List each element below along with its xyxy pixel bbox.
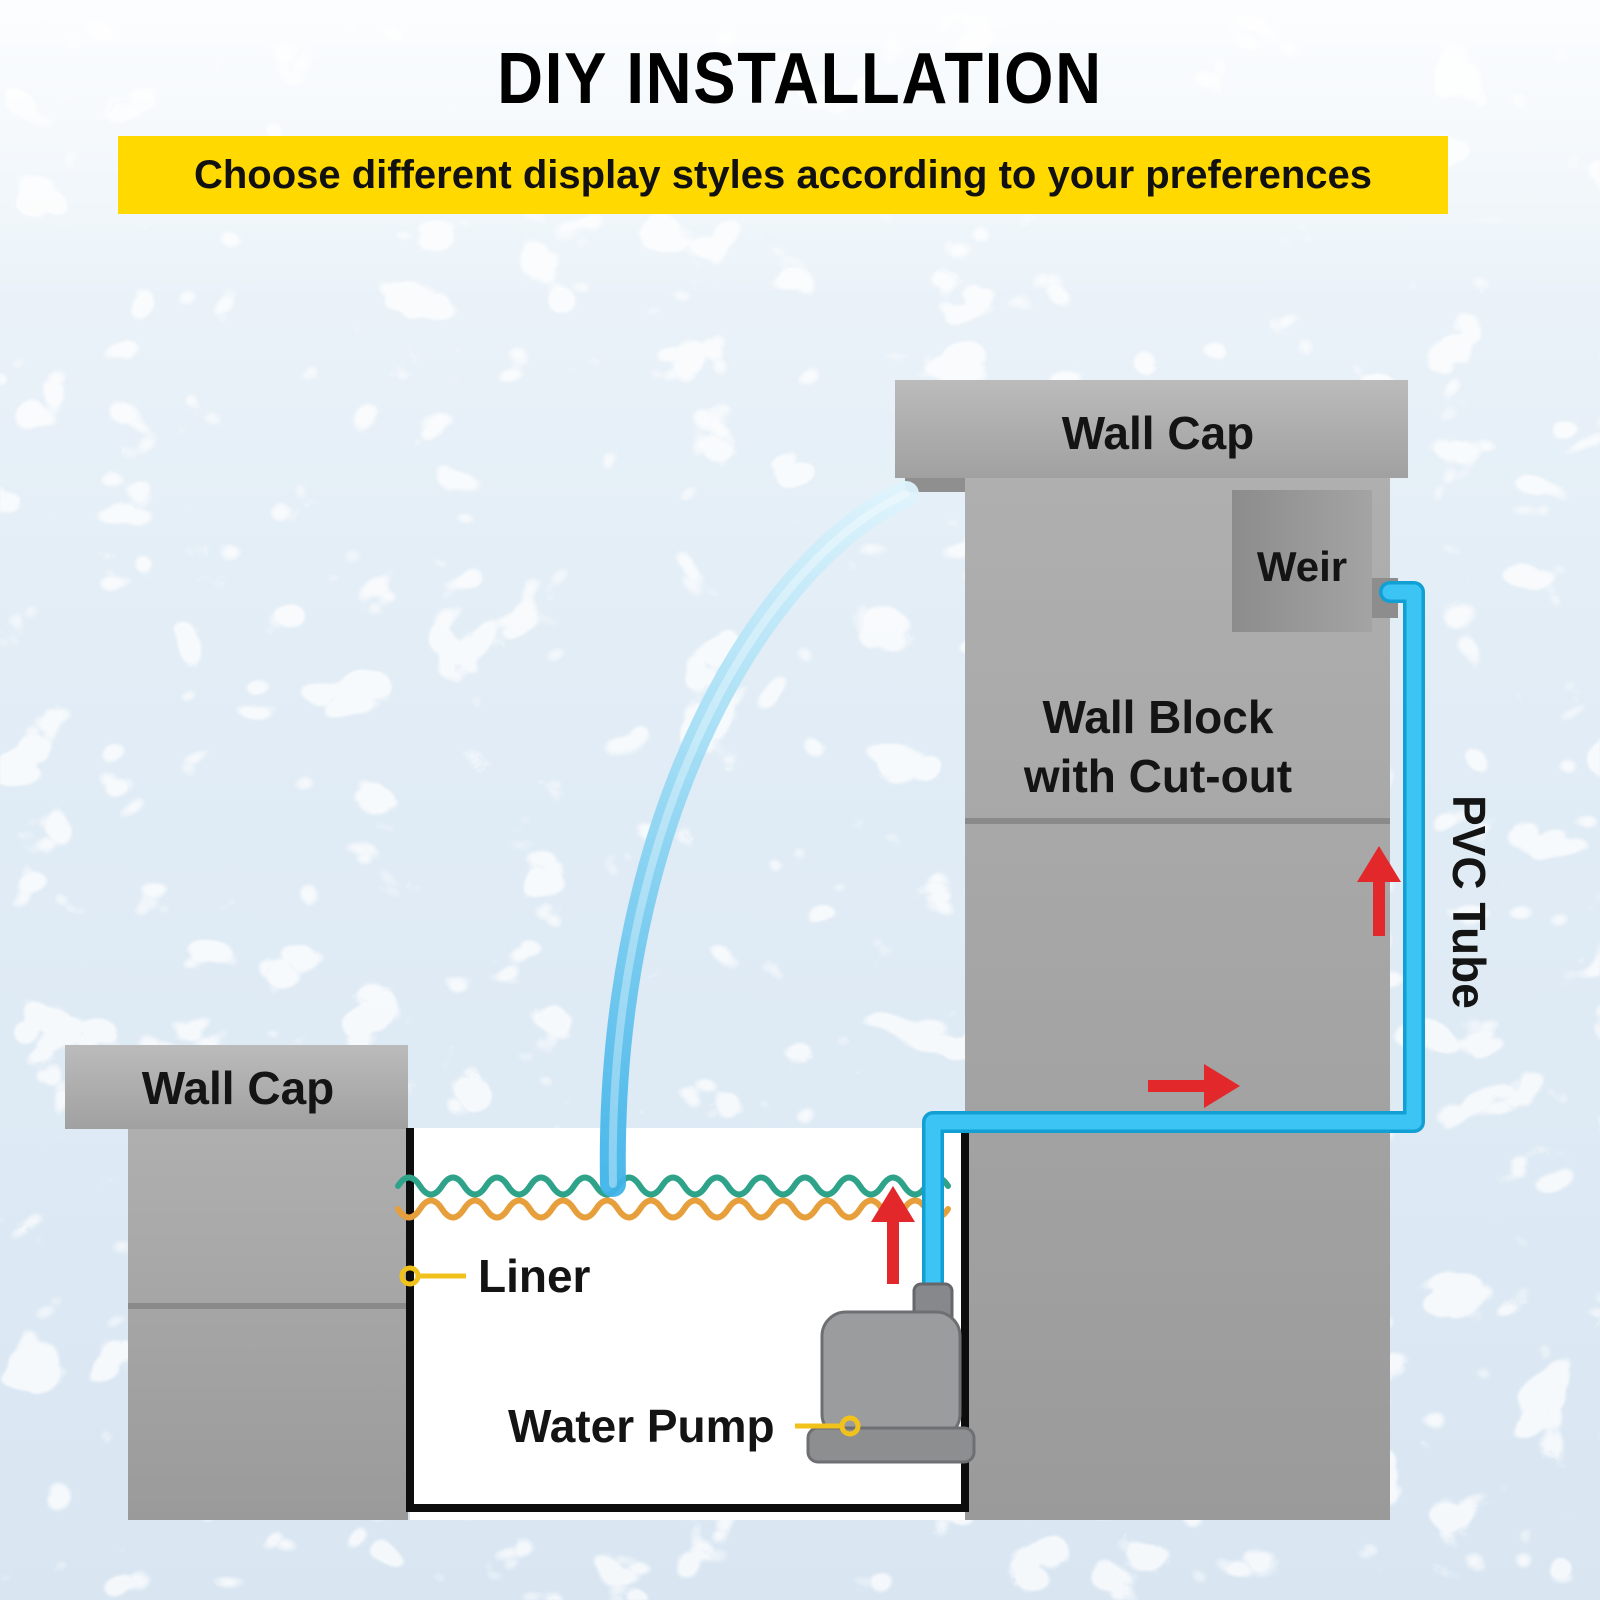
wave-orange: [395, 1197, 951, 1221]
pvc-tube-label: PVC Tube: [1443, 795, 1495, 1009]
water-arc-highlight: [608, 490, 910, 1188]
weir-block: [1232, 490, 1372, 632]
water-surface-waves: [395, 1174, 951, 1221]
water-arc: [599, 481, 919, 1197]
wall-block-label-line2: with Cut-out: [1023, 750, 1293, 802]
weir-label: Weir: [1256, 543, 1348, 590]
arrow-up-pond: [871, 1186, 915, 1284]
liner-outline: [406, 1128, 969, 1512]
pvc-tube-core: [925, 584, 1422, 1318]
leader-lines: [399, 1265, 861, 1437]
liner-label: Liner: [478, 1250, 591, 1302]
pvc-tube: [922, 581, 1425, 1321]
subtitle-text: Choose different display styles accordin…: [193, 152, 1373, 197]
subtitle-banner: Choose different display styles accordin…: [118, 136, 1448, 214]
left-wall-seam: [128, 1303, 408, 1309]
right-wall-cap-label: Wall Cap: [1061, 407, 1255, 459]
pump-base: [806, 1426, 976, 1464]
wall-block-label: Wall Block with Cut-out: [1024, 688, 1292, 806]
left-wall-cap: [65, 1045, 408, 1129]
water-pump-graphic: [806, 1282, 976, 1464]
arrow-up-tube: [1357, 846, 1401, 936]
right-wall-seam-upper: [965, 818, 1390, 824]
left-wall-cap-label: Wall Cap: [141, 1062, 335, 1114]
right-wall-cap: [895, 380, 1408, 478]
wall-block-label-line1: Wall Block: [1042, 691, 1274, 744]
pump-leader-ring: [839, 1415, 861, 1437]
water-pump-label: Water Pump: [508, 1400, 775, 1452]
wave-teal: [395, 1174, 951, 1198]
page-title: DIY INSTALLATION: [497, 39, 1103, 119]
water-arc-stream: [599, 481, 919, 1197]
flow-arrows: [871, 846, 1401, 1284]
left-wall-block: [128, 1129, 408, 1520]
right-wall-block: [965, 478, 1390, 1520]
arrow-right-tube: [1148, 1064, 1240, 1108]
